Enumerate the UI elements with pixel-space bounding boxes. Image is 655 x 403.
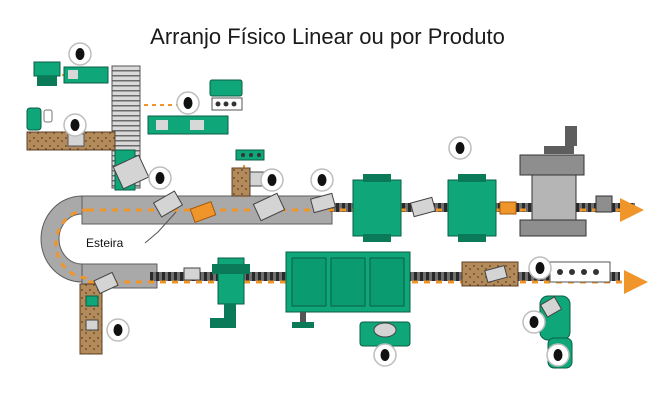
worker-icon [148,166,172,190]
worker-icon [528,256,552,280]
workbench-bottom-left [79,271,130,355]
worker-icon [546,343,570,367]
press-machine [447,174,497,242]
worker-icon [448,136,472,160]
worker-icon [310,168,334,192]
worker-icon [68,42,92,66]
worker-icon [63,113,87,137]
workstation-top-left [33,42,109,86]
worker-icon [260,168,284,192]
conveyor-label-text: Esteira [86,236,124,250]
packing-area [461,256,611,287]
inspection-station [359,321,411,367]
workbench-left [26,107,116,151]
workstation-feeder [112,154,172,190]
worker-icon [106,318,130,342]
worker-icon [373,343,397,367]
small-press-machine [183,257,250,328]
press-machine [352,174,402,242]
conveyor-label: Esteira [86,211,177,250]
worker-icon [176,91,200,115]
workstation-top-mid [152,149,337,223]
diagram-title: Arranjo Físico Linear ou por Produto [150,24,505,49]
worker-icon [522,310,546,334]
stamping-machine [519,126,613,237]
workstation-bottom-right [522,295,573,369]
triple-oven-machine [285,251,411,328]
workstation-center-top [147,79,243,135]
